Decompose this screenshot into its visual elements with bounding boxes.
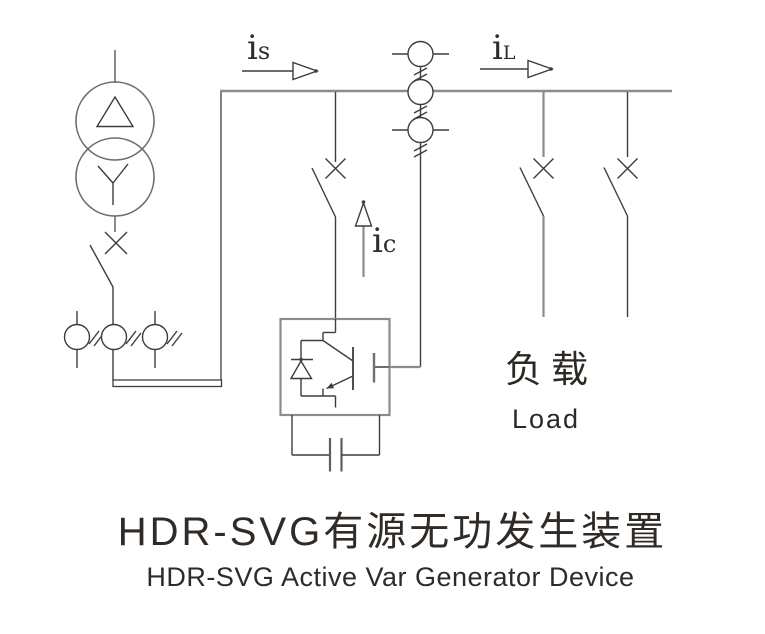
ct-stack-bus — [392, 40, 449, 367]
ic-label-sub: c — [382, 230, 397, 258]
is-current-label: is — [247, 31, 270, 65]
disconnect-switch-svg-branch — [311, 92, 346, 319]
il-current-label: iL — [492, 31, 516, 65]
load-label-en: Load — [512, 404, 581, 434]
is-label-sub: s — [257, 37, 271, 65]
load-feeder-2 — [603, 92, 638, 317]
il-label-main: i — [492, 28, 503, 68]
ic-label-main: i — [372, 221, 383, 261]
is-label-main: i — [247, 28, 258, 68]
disconnect-switch-transformer — [89, 231, 128, 380]
ic-current-label: ic — [372, 224, 396, 258]
ic-current-arrow — [354, 200, 373, 277]
il-current-arrow — [480, 59, 555, 79]
transformer-symbol — [75, 50, 155, 232]
load-feeder-1 — [519, 92, 554, 317]
ct-group-left — [63, 311, 183, 368]
igbt-module — [279, 317, 391, 417]
dc-capacitor — [291, 415, 381, 472]
device-title-cn: HDR-SVG有源无功发生装置 — [117, 510, 668, 554]
il-label-sub: L — [502, 42, 516, 64]
load-label-cn: 负载 — [505, 349, 597, 390]
device-title-en: HDR-SVG Active Var Generator Device — [146, 562, 635, 592]
is-current-arrow — [242, 61, 320, 81]
feeder-link-bar — [112, 92, 223, 388]
